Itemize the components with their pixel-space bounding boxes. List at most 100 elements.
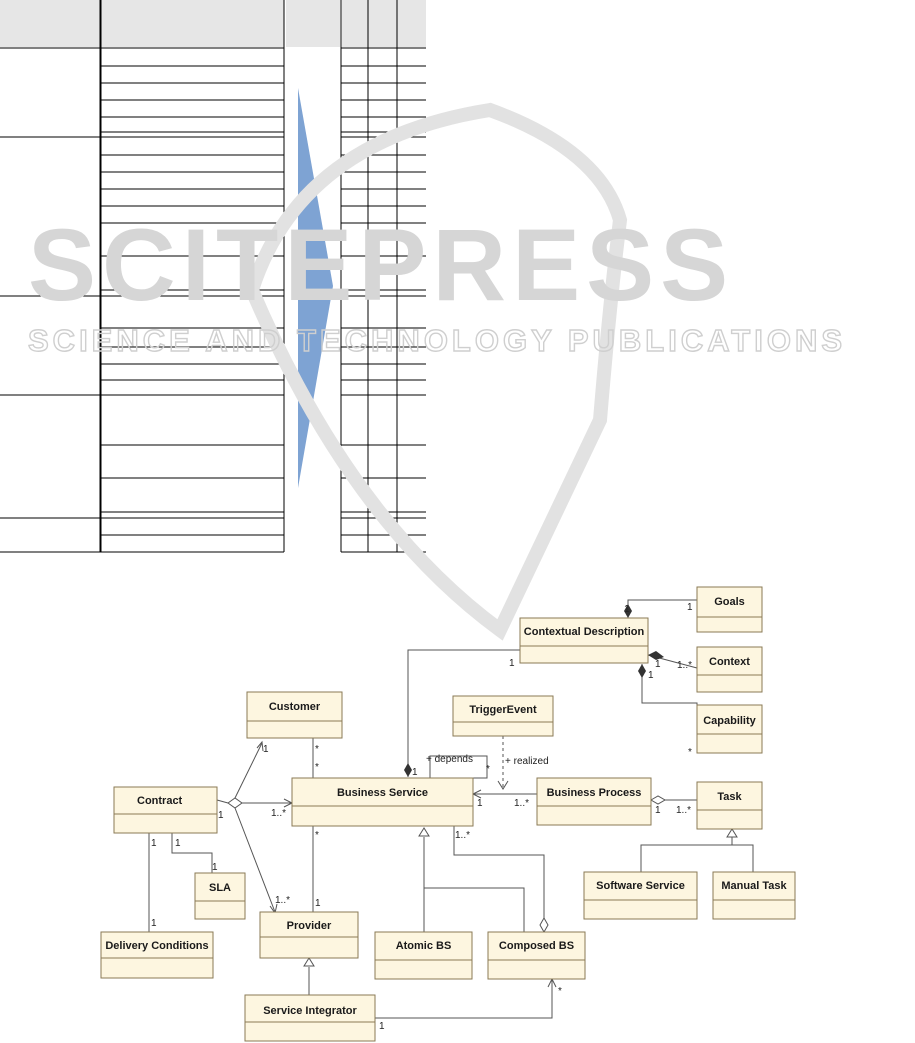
generalization-triangle-icon	[418, 827, 430, 837]
multiplicity: *	[315, 744, 319, 755]
arrow-head-icon	[256, 740, 264, 752]
class-capability[interactable]: Capability	[696, 704, 763, 754]
class-service-integrator[interactable]: Service Integrator	[244, 994, 376, 1042]
class-name: Business Process	[547, 787, 642, 799]
class-name: Manual Task	[721, 880, 787, 892]
class-name: SLA	[209, 882, 231, 894]
table-header-cell	[0, 0, 100, 47]
class-contextual-description[interactable]: Contextual Description	[519, 617, 649, 664]
edge-contextual-bs	[407, 649, 520, 777]
class-name: Service Integrator	[263, 1005, 357, 1017]
edge-hub-provider	[234, 807, 276, 913]
multiplicity: 1..*	[271, 808, 286, 819]
class-name: Delivery Conditions	[105, 940, 208, 952]
composition-diamond-icon	[648, 651, 664, 660]
generalization-triangle-icon	[726, 828, 738, 838]
multiplicity: 1	[509, 658, 515, 669]
class-contract[interactable]: Contract	[113, 786, 218, 834]
multiplicity: 1	[175, 838, 181, 849]
multiplicity: 1	[212, 862, 218, 873]
table-header-cell	[342, 0, 426, 47]
arrow-head-icon	[497, 780, 509, 790]
class-customer[interactable]: Customer	[246, 691, 343, 739]
class-name: Business Service	[337, 787, 428, 799]
edge-task-generalization	[640, 844, 754, 872]
multiplicity-labels: + depends + realized 1 1 1..* 1 1 * 1 1 …	[151, 602, 693, 1032]
class-task[interactable]: Task	[696, 781, 763, 830]
multiplicity: 1	[655, 659, 661, 670]
multiplicity: *	[315, 830, 319, 841]
class-name: Task	[717, 791, 742, 803]
multiplicity: 1..*	[676, 805, 691, 816]
class-name: Composed BS	[499, 940, 574, 952]
multiplicity: 1	[218, 810, 224, 821]
class-business-service[interactable]: Business Service	[291, 777, 474, 827]
uml-class-diagram: Goals Contextual Description Context Cap…	[100, 586, 796, 1042]
multiplicity: 1	[687, 602, 693, 613]
class-delivery-conditions[interactable]: Delivery Conditions	[100, 931, 214, 979]
class-name: Provider	[287, 920, 332, 932]
class-manual-task[interactable]: Manual Task	[712, 871, 796, 920]
multiplicity: *	[558, 986, 562, 997]
depends-label: + depends	[426, 754, 473, 765]
class-name: Software Service	[596, 880, 685, 892]
class-business-process[interactable]: Business Process	[536, 777, 652, 826]
multiplicity: *	[315, 762, 319, 773]
class-goals[interactable]: Goals	[696, 586, 763, 633]
class-name: Capability	[703, 715, 756, 727]
edge-hub-customer	[234, 742, 263, 799]
class-name: Context	[709, 656, 750, 668]
multiplicity: 1	[151, 918, 157, 929]
edge-contract-hub	[216, 799, 229, 804]
class-name: Customer	[269, 701, 321, 713]
multiplicity: 1..*	[455, 830, 470, 841]
multiplicity: *	[486, 764, 490, 775]
watermark-sub-text: SCIENCE AND TECHNOLOGY PUBLICATIONS	[28, 323, 846, 358]
multiplicity: 1..*	[677, 660, 692, 671]
edge-depends	[429, 755, 488, 779]
edge-composed-generalization	[424, 887, 525, 932]
comparison-table	[0, 0, 426, 553]
multiplicity: 1	[655, 805, 661, 816]
class-sla[interactable]: SLA	[194, 872, 246, 920]
composition-diamond-icon	[624, 604, 632, 618]
multiplicity: *	[688, 747, 692, 758]
edge-integrator-composed	[375, 979, 553, 1019]
class-trigger-event[interactable]: TriggerEvent	[452, 695, 554, 737]
multiplicity: 1	[151, 838, 157, 849]
multiplicity: 1	[379, 1021, 385, 1032]
class-name: TriggerEvent	[469, 704, 537, 716]
multiplicity: 1..*	[514, 798, 529, 809]
class-atomic-bs[interactable]: Atomic BS	[374, 931, 473, 980]
class-composed-bs[interactable]: Composed BS	[487, 931, 586, 980]
generalization-triangle-icon	[303, 957, 315, 967]
aggregation-diamond-icon	[649, 795, 667, 805]
class-name: Atomic BS	[396, 940, 452, 952]
multiplicity: 1	[477, 798, 483, 809]
watermark: SCITEPRESS SCIENCE AND TECHNOLOGY PUBLIC…	[27, 102, 846, 641]
table-grid	[0, 0, 426, 553]
class-name: Contract	[137, 795, 183, 807]
class-provider[interactable]: Provider	[259, 911, 359, 959]
class-software-service[interactable]: Software Service	[583, 871, 698, 920]
table-header-cell	[101, 0, 284, 47]
composition-diamond-icon	[638, 664, 646, 678]
edge-composed-aggregation	[453, 826, 545, 918]
multiplicity: 1	[412, 767, 418, 778]
multiplicity: 1	[648, 670, 654, 681]
multiplicity: 1	[263, 744, 269, 755]
aggregation-diamond-icon	[539, 916, 549, 934]
watermark-main-text: SCITEPRESS	[28, 208, 734, 322]
multiplicity: 1..*	[275, 895, 290, 906]
table-header-cell	[286, 0, 340, 47]
multiplicity: 1	[315, 898, 321, 909]
aggregation-diamond-icon	[227, 797, 243, 809]
class-context[interactable]: Context	[696, 646, 763, 693]
composition-diamond-icon	[404, 763, 412, 777]
realized-label: + realized	[505, 756, 549, 767]
class-name: Goals	[714, 596, 745, 608]
edge-contract-sla	[171, 833, 213, 873]
watermark-shield-icon	[244, 102, 628, 641]
class-name: Contextual Description	[524, 626, 645, 638]
